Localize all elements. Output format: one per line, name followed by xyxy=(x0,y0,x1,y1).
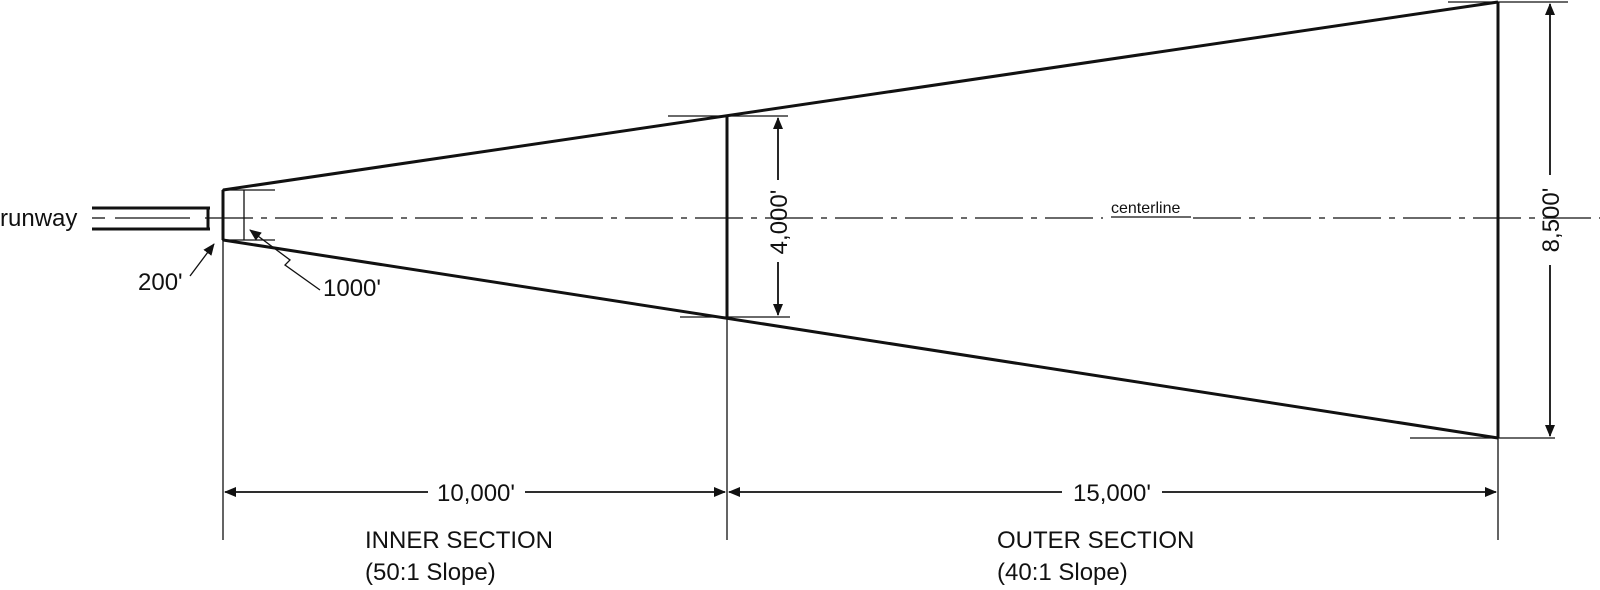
dimension-8500ft-label: 8,500' xyxy=(1538,188,1565,253)
approach-surface-outline xyxy=(221,0,1500,440)
dimension-200ft xyxy=(189,243,215,277)
centerline xyxy=(205,216,1600,219)
runway xyxy=(92,206,210,231)
inner-section-title: INNER SECTION xyxy=(365,527,553,554)
outer-section-slope: (40:1 Slope) xyxy=(997,559,1128,586)
outer-section-title: OUTER SECTION xyxy=(997,527,1194,554)
dimension-8500ft xyxy=(1410,1,1568,439)
extension-lines xyxy=(222,240,1499,540)
inner-section-slope: (50:1 Slope) xyxy=(365,559,496,586)
dimension-10000ft-label: 10,000' xyxy=(437,480,515,507)
dimension-1000ft xyxy=(222,189,321,291)
dimension-15000ft-label: 15,000' xyxy=(1073,480,1151,507)
dimension-1000ft-label: 1000' xyxy=(323,275,381,302)
runway-label: runway xyxy=(0,205,77,232)
dimension-4000ft-label: 4,000' xyxy=(766,190,793,255)
dimension-200ft-label: 200' xyxy=(138,269,183,296)
centerline-label: centerline xyxy=(1111,200,1180,217)
dimension-4000ft xyxy=(668,115,790,318)
